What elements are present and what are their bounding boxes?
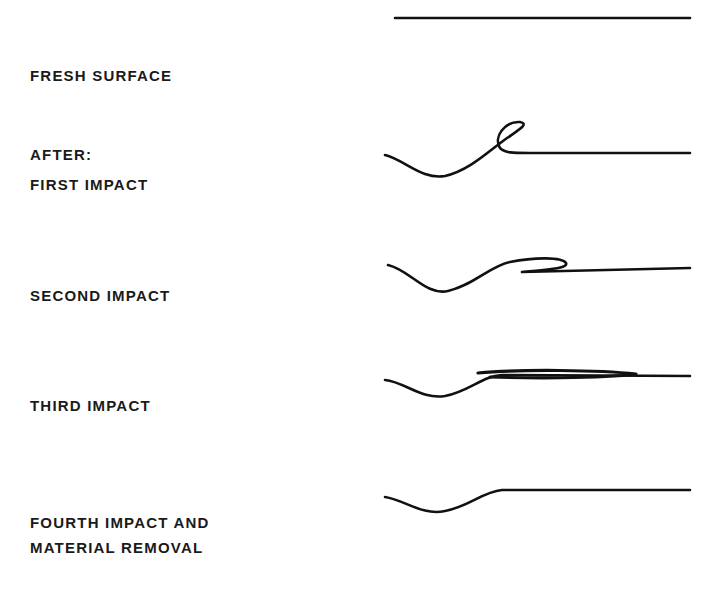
second-impact-profile [388,258,690,291]
heading-label: AFTER: [30,142,330,167]
fourth-impact-profile [385,490,690,512]
stage-label: FIRST IMPACT [30,172,330,197]
caption-label: FRESH SURFACE [30,63,330,88]
stage-label: SECOND IMPACT [30,283,330,308]
stage-label: THIRD IMPACT [30,393,330,418]
first-impact-profile [385,122,690,177]
stage-label: FOURTH IMPACT AND MATERIAL REMOVAL [30,510,270,560]
fresh-surface-profile [395,17,690,20]
third-impact-flattened-lip [478,370,636,377]
